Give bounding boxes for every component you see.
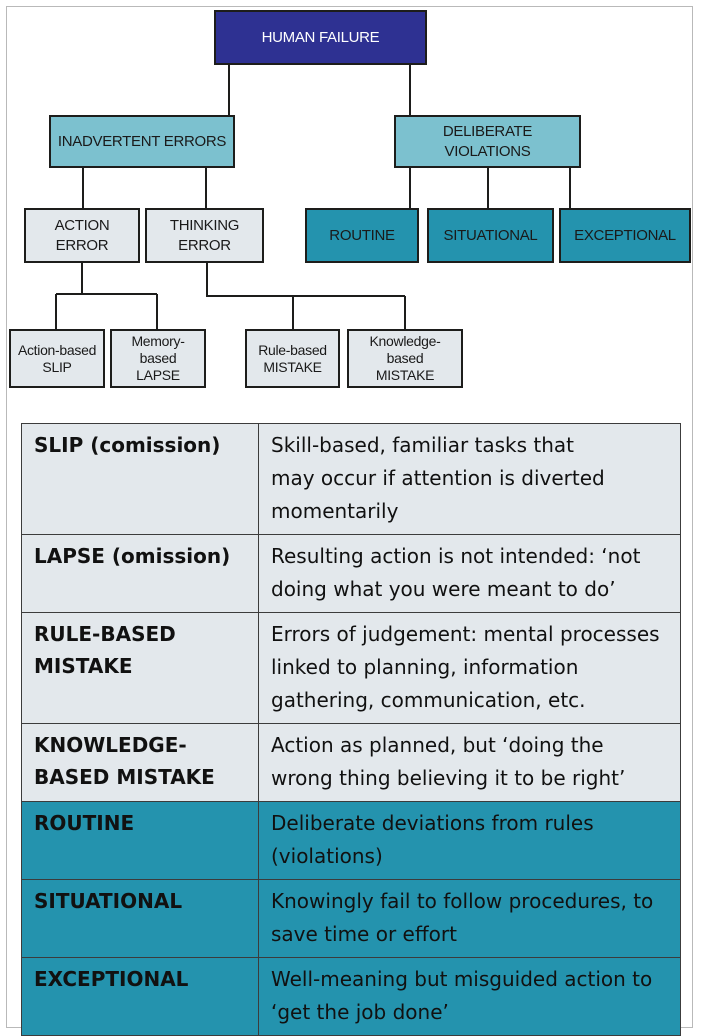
action-slip-node: Action-based SLIP: [9, 329, 105, 388]
definitions-body: SLIP (comission)Skill-based, familiar ta…: [21, 423, 681, 1036]
memory-lapse-node: Memory- based LAPSE: [110, 329, 206, 388]
knowledge-mistake-node: Knowledge- based MISTAKE: [347, 329, 463, 388]
definition-text: Well-meaning but misguided action to‘get…: [258, 957, 681, 1036]
tree-connectors: [55, 64, 571, 330]
definition-term: KNOWLEDGE-BASED MISTAKE: [21, 723, 259, 802]
definition-row: LAPSE (omission)Resulting action is not …: [21, 534, 681, 613]
connector-action-children: [55, 262, 158, 330]
definition-term: EXCEPTIONAL: [21, 957, 259, 1036]
inadvertent-errors-node: INADVERTENT ERRORS: [49, 115, 235, 168]
deliberate-violations-node: DELIBERATE VIOLATIONS: [394, 115, 581, 168]
human-failure-node: HUMAN FAILURE: [214, 10, 427, 65]
routine-node: ROUTINE: [305, 208, 419, 263]
connector-thinking-children: [206, 262, 406, 330]
definition-term: SLIP (comission): [21, 423, 259, 535]
definition-row: SLIP (comission)Skill-based, familiar ta…: [21, 423, 681, 535]
action-error-node: ACTION ERROR: [24, 208, 140, 263]
definition-term: LAPSE (omission): [21, 534, 259, 613]
situational-node: SITUATIONAL: [427, 208, 554, 263]
definition-term: SITUATIONAL: [21, 879, 259, 958]
exceptional-node: EXCEPTIONAL: [559, 208, 691, 263]
definition-text: Deliberate deviations from rules(violati…: [258, 801, 681, 880]
definition-term: ROUTINE: [21, 801, 259, 880]
definitions-table: SLIP (comission)Skill-based, familiar ta…: [21, 423, 681, 1036]
thinking-error-node: THINKING ERROR: [145, 208, 264, 263]
rule-mistake-node: Rule-based MISTAKE: [245, 329, 340, 388]
